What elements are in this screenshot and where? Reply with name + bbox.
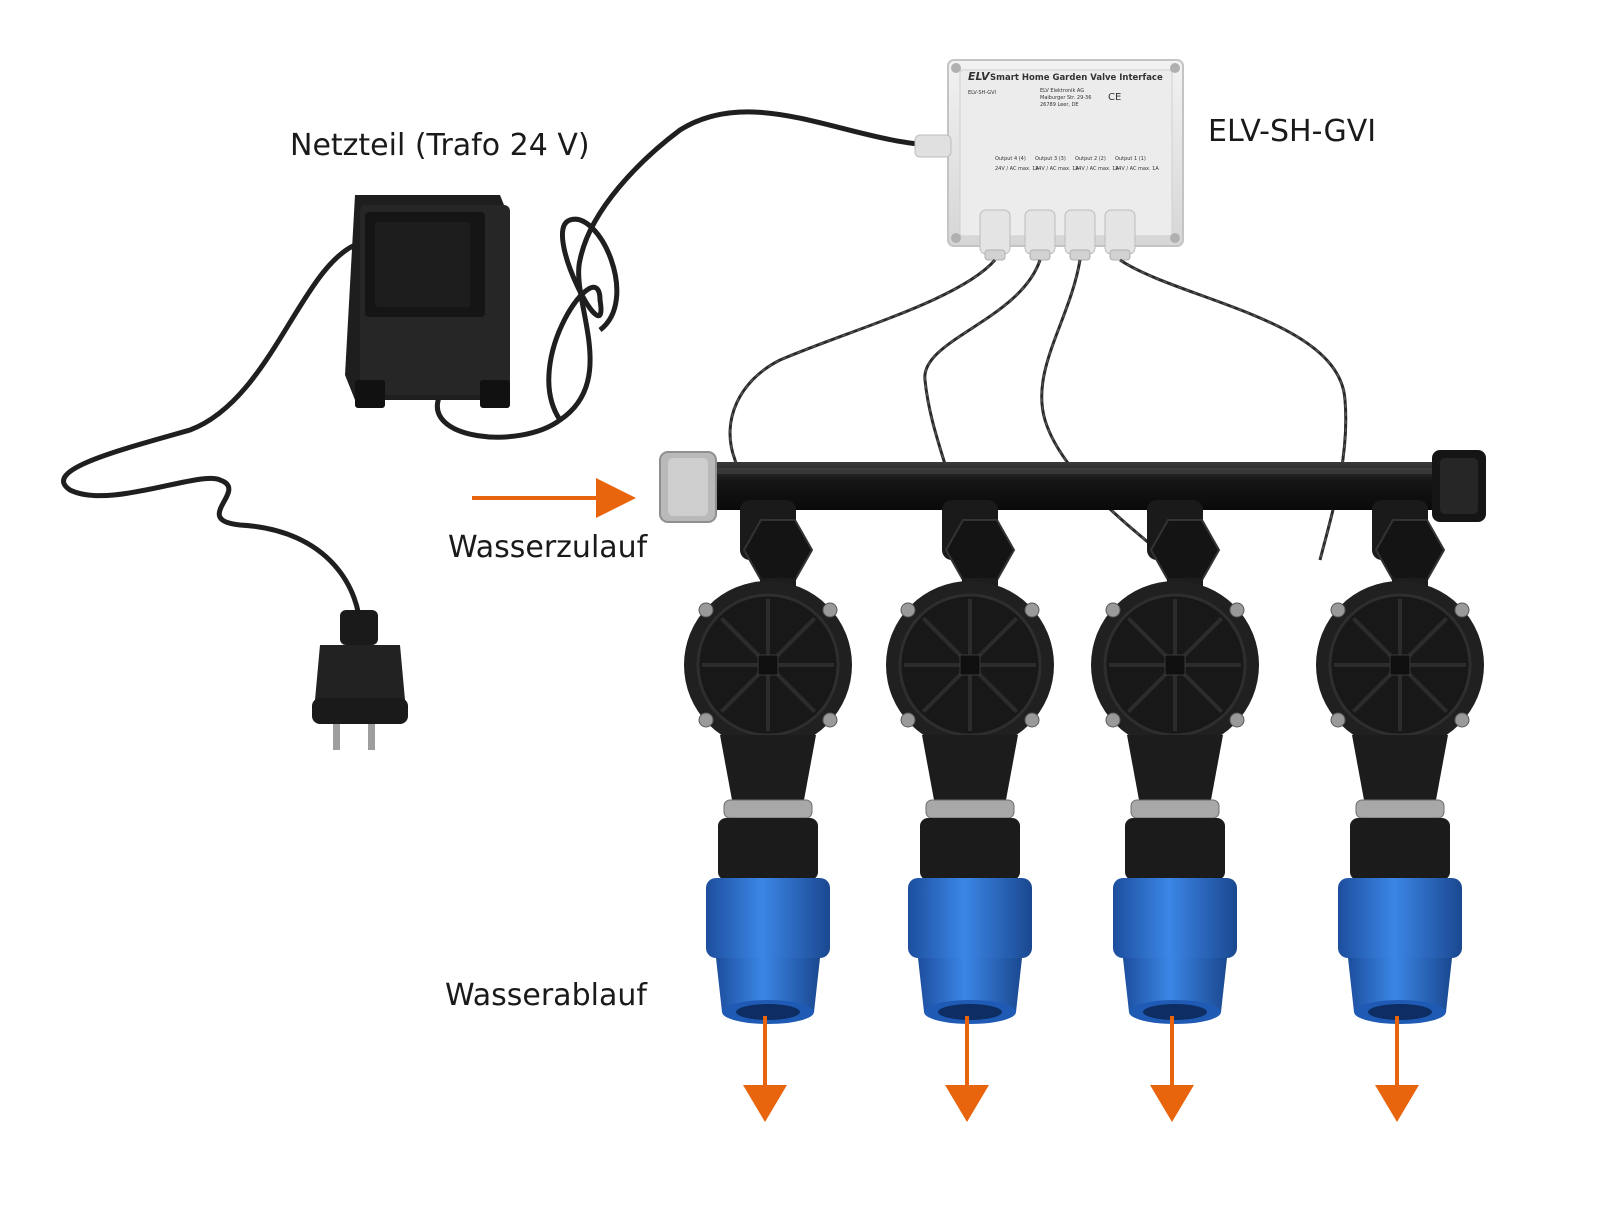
power-plug	[312, 610, 408, 750]
transformer	[345, 195, 510, 408]
box-output-spec: 24V / AC max. 1A	[995, 166, 1039, 172]
box-output-name: Output 4 (4)	[995, 156, 1026, 162]
box-output-spec: 24V / AC max. 1A	[1035, 166, 1079, 172]
outlet-coupling	[706, 878, 830, 958]
box-brand: ELV	[968, 70, 991, 83]
twisted-wire-strand	[729, 259, 996, 546]
twisted-wire	[1040, 259, 1171, 562]
screw-icon	[698, 712, 714, 728]
box-output-name: Output 2 (2)	[1075, 156, 1106, 162]
screw-icon	[1454, 712, 1470, 728]
outlet-coupling	[908, 878, 1032, 958]
box-model: ELV-SH-GVI	[968, 90, 996, 96]
label-water-outlet: Wasserablauf	[445, 978, 647, 1013]
box-outputs: Output 4 (4) 24V / AC max. 1A Output 3 (3)…	[995, 156, 1159, 172]
valve	[684, 500, 852, 1024]
inlet-cap	[659, 451, 717, 523]
screw-icon	[1105, 712, 1121, 728]
screw-icon	[1024, 602, 1040, 618]
cable-gland	[979, 209, 1011, 261]
manifold-pipe	[700, 462, 1440, 510]
box-output-spec: 24V / AC max. 1A	[1115, 166, 1159, 172]
power-cable-gland	[914, 134, 952, 158]
cable-gland	[1024, 209, 1056, 261]
valve	[886, 500, 1054, 1024]
outlet-arrows	[743, 1016, 1419, 1122]
mains-cable	[61, 242, 363, 631]
end-cap	[1432, 450, 1486, 522]
screw-icon	[1229, 712, 1245, 728]
box-output-name: Output 3 (3)	[1035, 156, 1066, 162]
interface-box: ELV Smart Home Garden Valve Interface EL…	[947, 59, 1184, 247]
screw-icon	[1024, 712, 1040, 728]
label-power-supply: Netzteil (Trafo 24 V)	[290, 128, 590, 163]
screw-icon	[1105, 602, 1121, 618]
screw-icon	[822, 602, 838, 618]
screw-icon	[698, 602, 714, 618]
screw-icon	[1330, 712, 1346, 728]
cable-glands	[979, 209, 1136, 261]
screw-icon	[1454, 602, 1470, 618]
box-title: Smart Home Garden Valve Interface	[990, 73, 1163, 83]
outlet-coupling	[1338, 878, 1462, 958]
box-mfr-line-3: 26789 Leer, DE	[1040, 102, 1079, 108]
valve	[1091, 500, 1259, 1024]
box-mfr-line-2: Maiburger Str. 29-36	[1040, 95, 1091, 101]
valve	[1316, 500, 1484, 1024]
box-mfr-line-1: ELV Elektronik AG	[1040, 88, 1084, 94]
box-output-spec: 24V / AC max. 1A	[1075, 166, 1119, 172]
outlet-arrowhead	[1150, 1085, 1194, 1122]
screw-icon	[900, 712, 916, 728]
power-cable-loop	[546, 216, 620, 422]
label-device: ELV-SH-GVI	[1208, 114, 1377, 149]
screw-icon	[1229, 602, 1245, 618]
outlet-arrowhead	[743, 1085, 787, 1122]
cable-gland	[1064, 209, 1096, 261]
label-water-inlet: Wasserzulauf	[448, 530, 648, 565]
valve-wires	[728, 258, 1348, 562]
outlet-arrowhead	[1375, 1085, 1419, 1122]
screw-icon	[900, 602, 916, 618]
outlet-arrowhead	[945, 1085, 989, 1122]
screw-icon	[1330, 602, 1346, 618]
box-ce-mark: CE	[1108, 92, 1121, 103]
valves	[684, 500, 1484, 1024]
screw-icon	[822, 712, 838, 728]
box-output-name: Output 1 (1)	[1115, 156, 1146, 162]
cable-gland	[1104, 209, 1136, 261]
power-cable	[435, 109, 951, 440]
outlet-coupling	[1113, 878, 1237, 958]
